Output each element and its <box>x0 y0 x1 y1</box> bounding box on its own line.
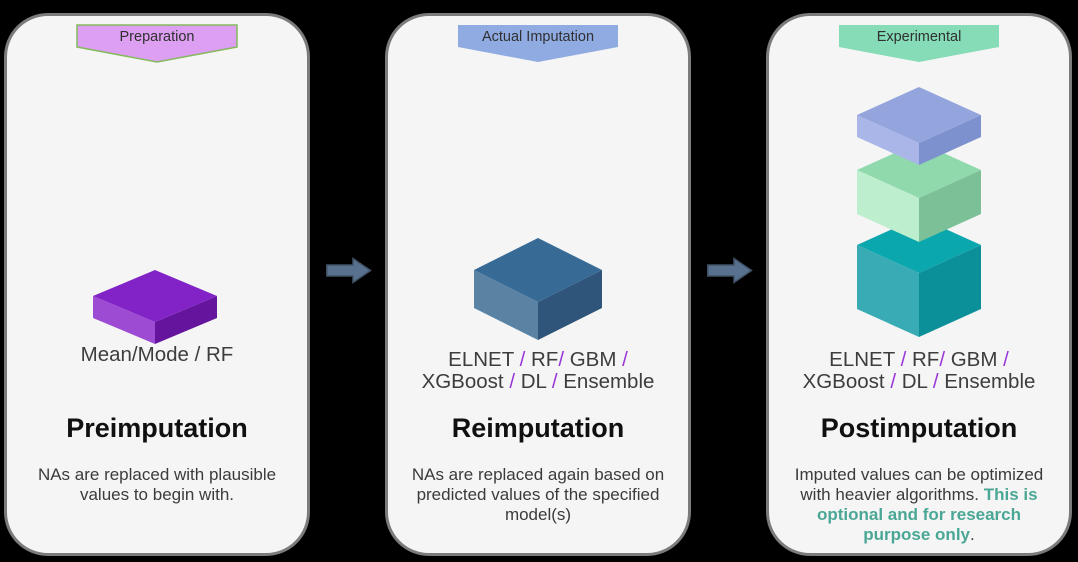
desc-line: NAs are replaced again based on <box>411 465 665 484</box>
card-description: NAs are replaced again based on predicte… <box>388 465 688 525</box>
card-title: Postimputation <box>820 413 1018 443</box>
stacked-cubes-icon <box>857 87 981 343</box>
accent-text: This is <box>983 485 1038 504</box>
card-title: Preimputation <box>66 413 248 443</box>
model-label: Mean/Mode / RF <box>80 343 234 366</box>
slash-separator: / <box>622 348 628 371</box>
model-text: XGBoost <box>802 370 891 393</box>
card-preimputation: Preparation Mean/Mode / RF Preimputation… <box>4 13 310 556</box>
desc-line: Imputed values can be optimized <box>794 465 1044 484</box>
card-reimputation: Actual Imputation ELNET / RF/ GBM / XGBo… <box>385 13 691 556</box>
desc-line: predicted values of the specified <box>416 485 660 504</box>
banner-label: Experimental <box>876 29 962 45</box>
model-line: XGBoost / DL / Ensemble <box>769 371 1069 393</box>
desc-line: values to begin with. <box>79 485 235 504</box>
model-text: Ensemble <box>938 370 1036 393</box>
model-text: DL <box>515 370 552 393</box>
slash-separator: / <box>509 370 516 393</box>
model-text: DL <box>896 370 933 393</box>
accent-text: purpose only <box>863 525 970 544</box>
model-text: Ensemble <box>557 370 655 393</box>
card-title: Reimputation <box>451 413 625 443</box>
slash-separator: / <box>900 348 907 371</box>
model-text: RF <box>525 348 559 371</box>
steel-cube-icon <box>474 238 602 345</box>
card-postimputation: Experimental ELNET / RF/ GBM / XGBoost /… <box>766 13 1072 556</box>
slash-separator: / <box>558 348 565 371</box>
card-description: Imputed values can be optimized with hea… <box>769 465 1069 545</box>
accent-text: optional and for research <box>816 505 1022 524</box>
arrow-right-icon <box>326 257 372 284</box>
pennant-shape <box>76 24 238 63</box>
banner-actual-imputation: Actual Imputation <box>457 24 619 63</box>
model-text: GBM <box>945 348 1004 371</box>
purple-slab-icon <box>93 270 217 349</box>
slash-separator: / <box>890 370 897 393</box>
desc-line: purpose only. <box>769 525 1069 545</box>
banner-experimental: Experimental <box>838 24 1000 63</box>
banner-label: Preparation <box>119 29 195 45</box>
model-text: ELNET <box>829 348 901 371</box>
model-line: ELNET / RF/ GBM / <box>769 349 1069 371</box>
card-description: NAs are replaced with plausible values t… <box>7 465 307 505</box>
slash-separator: / <box>551 370 558 393</box>
model-text: RF <box>906 348 940 371</box>
arrow-right-icon <box>707 257 753 284</box>
pennant-shape <box>458 25 618 62</box>
slash-separator: / <box>1003 348 1009 371</box>
model-list: ELNET / RF/ GBM / XGBoost / DL / Ensembl… <box>769 349 1069 393</box>
model-line: ELNET / RF/ GBM / <box>388 349 688 371</box>
model-text: ELNET <box>448 348 520 371</box>
model-line: XGBoost / DL / Ensemble <box>388 371 688 393</box>
banner-preparation: Preparation <box>76 24 238 63</box>
model-text: GBM <box>564 348 623 371</box>
desc-text: with heavier algorithms. <box>800 485 984 504</box>
slash-separator: / <box>519 348 526 371</box>
banner-label: Actual Imputation <box>481 29 595 45</box>
pennant-shape <box>839 25 999 62</box>
desc-line: model(s) <box>504 505 572 524</box>
slash-separator: / <box>932 370 939 393</box>
desc-line: with heavier algorithms. This is <box>769 485 1069 505</box>
desc-line: NAs are replaced with plausible <box>37 465 277 484</box>
slash-separator: / <box>939 348 946 371</box>
model-list: ELNET / RF/ GBM / XGBoost / DL / Ensembl… <box>388 349 688 393</box>
desc-text: . <box>970 525 975 544</box>
model-text: XGBoost <box>421 370 510 393</box>
